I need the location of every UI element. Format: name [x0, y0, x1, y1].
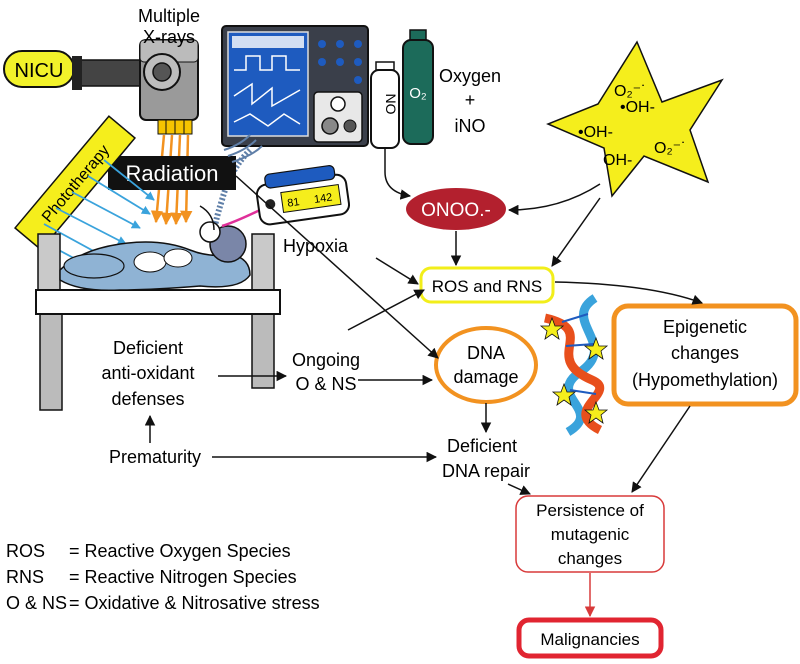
malignancies-node: Malignancies: [516, 617, 664, 659]
persistence-label-line1: Persistence of: [536, 501, 644, 520]
radiation-waves: [223, 134, 263, 163]
oxygen-label: Oxygen: [439, 66, 501, 86]
reactive-oxygen-star-icon: [546, 40, 724, 198]
malignancies-label: Malignancies: [540, 630, 639, 649]
gas-cylinder-icon: NO O₂: [370, 29, 434, 149]
legend-abbr-ros: ROS: [6, 541, 45, 561]
legend-abbr-ons: O & NS: [6, 593, 67, 613]
star-oh-b: •OH-: [578, 124, 613, 141]
arrow-hypoxia-to-ros: [375, 257, 419, 285]
dna-helix-icon: [539, 294, 609, 436]
oxygen-plus-label: +: [465, 90, 476, 110]
persistence-label-line3: changes: [558, 549, 622, 568]
pathway-arrows: [144, 175, 703, 495]
ros-rns-label: ROS and RNS: [432, 277, 543, 296]
star-o2-radical-b: O₂⁻˙: [654, 140, 686, 157]
xray-camera-icon: [72, 39, 199, 135]
nicu-badge: NICU: [3, 50, 75, 88]
arrow-radiation-to-dna-damage: [235, 175, 439, 359]
monitor-cable: [221, 208, 261, 228]
hypoxia-label: Hypoxia: [283, 236, 349, 256]
xrays-label-line1: Multiple: [138, 6, 200, 26]
epigenetic-label-line3: (Hypomethylation): [632, 370, 778, 390]
arrow-ongoing-to-ros: [347, 289, 425, 331]
deficient-antioxidant-line3: defenses: [111, 389, 184, 409]
dna-damage-label-line1: DNA: [467, 343, 505, 363]
xrays-label-line2: X-rays: [143, 27, 195, 47]
legend-def-ons: = Oxidative & Nitrosative stress: [69, 593, 320, 613]
star-o2-radical-a: O₂⁻˙: [614, 83, 646, 100]
dna-repair-line1: Deficient: [447, 436, 517, 456]
ventilator-icon: [221, 25, 369, 147]
dna-repair-line2: DNA repair: [442, 461, 530, 481]
arrow-dna-repair-to-persistence: [507, 483, 531, 495]
persistence-label-line2: mutagenic: [551, 525, 630, 544]
epigenetic-label-line2: changes: [671, 343, 739, 363]
o2-tank-label: O₂: [409, 85, 427, 102]
deficient-antioxidant-line1: Deficient: [113, 338, 183, 358]
ros-rns-node: ROS and RNS: [419, 266, 555, 304]
arrow-star-to-onoo: [507, 183, 601, 216]
radiation-banner: Radiation: [108, 156, 236, 190]
dna-damage-node: DNA damage: [434, 326, 538, 404]
radiation-label: Radiation: [126, 161, 219, 186]
legend-def-ros: = Reactive Oxygen Species: [69, 541, 291, 561]
star-oh-a: •OH-: [620, 99, 655, 116]
pulse-oximeter-icon: 81 142: [255, 165, 351, 226]
arrow-tank-to-onoo: [384, 171, 412, 200]
star-oh-c: OH-: [603, 152, 632, 169]
deficient-antioxidant-line2: anti-oxidant: [101, 363, 194, 383]
arrow-ros-to-epigenetic: [554, 281, 703, 305]
no-tank-label: NO: [383, 94, 399, 115]
persistence-node: Persistence of mutagenic changes: [515, 495, 665, 573]
legend-def-rns: = Reactive Nitrogen Species: [69, 567, 297, 587]
ino-label: iNO: [455, 116, 486, 136]
ventilator-tubing: [211, 147, 253, 236]
incubator-icon: [35, 205, 281, 411]
onoo-label: ONOO.-: [421, 200, 491, 221]
ongoing-ons-line1: Ongoing: [292, 350, 360, 370]
legend-abbr-rns: RNS: [6, 567, 44, 587]
abbreviation-legend: ROS = Reactive Oxygen Species RNS = Reac…: [6, 541, 320, 613]
epigenetic-label-line1: Epigenetic: [663, 317, 747, 337]
nicu-label: NICU: [15, 60, 64, 82]
arrow-epigenetic-to-persistence: [631, 405, 691, 493]
arrow-star-to-ros: [551, 197, 601, 267]
prematurity-label: Prematurity: [109, 447, 201, 467]
ongoing-ons-line2: O & NS: [295, 374, 356, 394]
monitor-hr: 142: [313, 192, 333, 206]
dna-damage-label-line2: damage: [453, 367, 518, 387]
epigenetic-node: Epigenetic changes (Hypomethylation): [611, 303, 799, 407]
onoo-node: ONOO.-: [406, 188, 506, 230]
monitor-spo2: 81: [287, 196, 301, 210]
